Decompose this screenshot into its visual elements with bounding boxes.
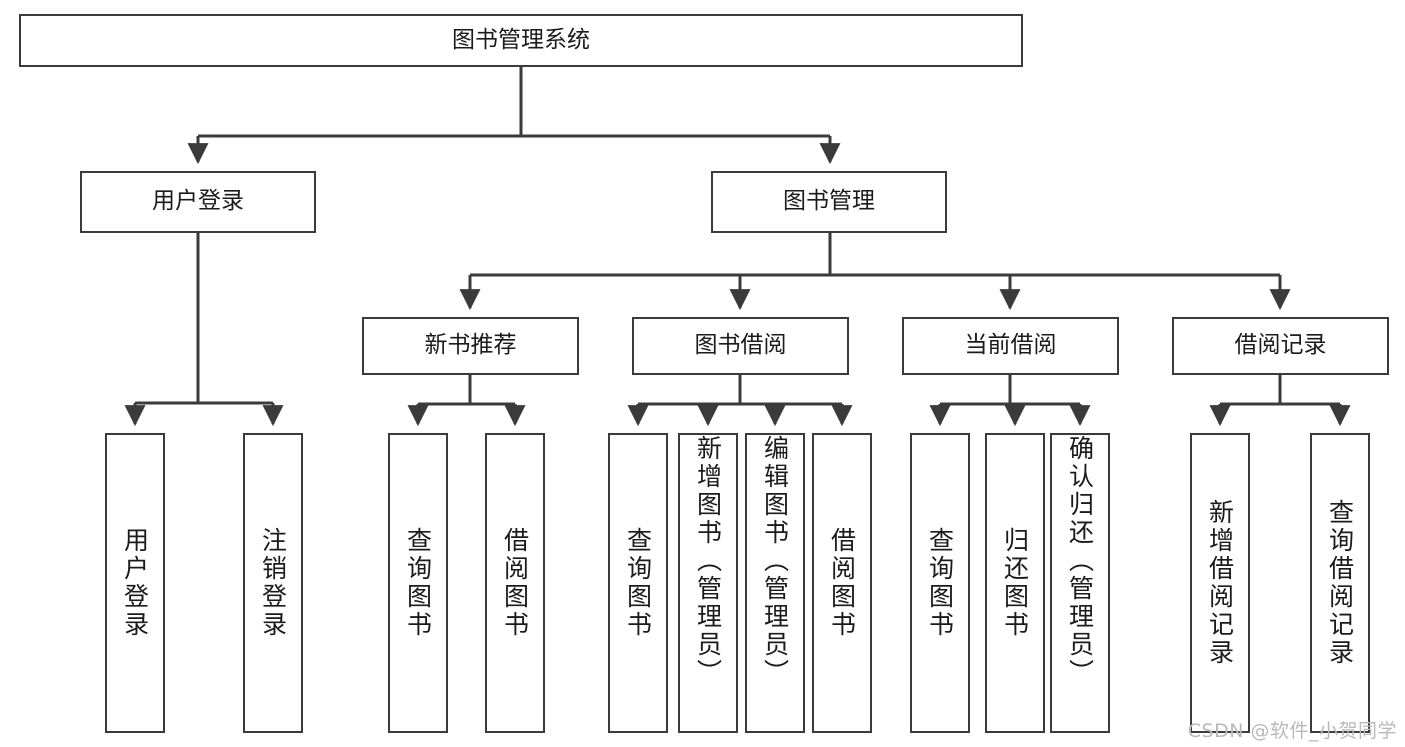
leaf-add-book-admin-label: 新增图书（管理员）	[693, 435, 723, 687]
node-current-borrow-label: 当前借阅	[964, 332, 1057, 359]
node-new-book-recommend-label: 新书推荐	[424, 332, 517, 359]
node-borrow-record-label: 借阅记录	[1234, 332, 1327, 359]
leaf-add-borrow-record[interactable]: 新增借阅记录	[1190, 433, 1250, 733]
node-book-borrow[interactable]: 图书借阅	[632, 317, 849, 375]
csdn-watermark: CSDN @软件_小贺同学	[1187, 720, 1397, 742]
node-current-borrow[interactable]: 当前借阅	[902, 317, 1119, 375]
leaf-user-login[interactable]: 用户登录	[105, 433, 165, 733]
leaf-query-book-current-label: 查询图书	[925, 527, 955, 639]
leaf-borrow-book[interactable]: 借阅图书	[812, 433, 872, 733]
leaf-add-borrow-record-label: 新增借阅记录	[1205, 499, 1235, 667]
leaf-query-borrow-record-label: 查询借阅记录	[1325, 499, 1355, 667]
node-user-login-label: 用户登录	[152, 188, 244, 215]
node-borrow-record[interactable]: 借阅记录	[1172, 317, 1389, 375]
leaf-user-logout-label: 注销登录	[258, 527, 288, 639]
leaf-query-book-borrow-label: 查询图书	[623, 527, 653, 639]
node-book-management[interactable]: 图书管理	[711, 171, 947, 233]
node-root[interactable]: 图书管理系统	[19, 14, 1023, 67]
leaf-confirm-return-admin[interactable]: 确认归还（管理员）	[1050, 433, 1110, 733]
leaf-borrow-book-recommend[interactable]: 借阅图书	[485, 433, 545, 733]
leaf-edit-book-admin-label: 编辑图书（管理员）	[760, 435, 790, 687]
leaf-borrow-book-recommend-label: 借阅图书	[500, 527, 530, 639]
leaf-query-book-current[interactable]: 查询图书	[910, 433, 970, 733]
leaf-query-book-recommend[interactable]: 查询图书	[388, 433, 448, 733]
leaf-add-book-admin[interactable]: 新增图书（管理员）	[678, 433, 738, 733]
node-book-management-label: 图书管理	[783, 188, 875, 215]
node-user-login[interactable]: 用户登录	[80, 171, 316, 233]
leaf-return-book[interactable]: 归还图书	[985, 433, 1045, 733]
leaf-borrow-book-label: 借阅图书	[827, 527, 857, 639]
leaf-return-book-label: 归还图书	[1000, 527, 1030, 639]
node-root-label: 图书管理系统	[452, 26, 590, 53]
leaf-query-book-recommend-label: 查询图书	[403, 527, 433, 639]
leaf-user-login-label: 用户登录	[120, 527, 150, 639]
node-new-book-recommend[interactable]: 新书推荐	[362, 317, 579, 375]
leaf-query-book-borrow[interactable]: 查询图书	[608, 433, 668, 733]
leaf-user-logout[interactable]: 注销登录	[243, 433, 303, 733]
node-book-borrow-label: 图书借阅	[694, 332, 787, 359]
leaf-edit-book-admin[interactable]: 编辑图书（管理员）	[745, 433, 805, 733]
leaf-confirm-return-admin-label: 确认归还（管理员）	[1065, 435, 1095, 687]
leaf-query-borrow-record[interactable]: 查询借阅记录	[1310, 433, 1370, 733]
